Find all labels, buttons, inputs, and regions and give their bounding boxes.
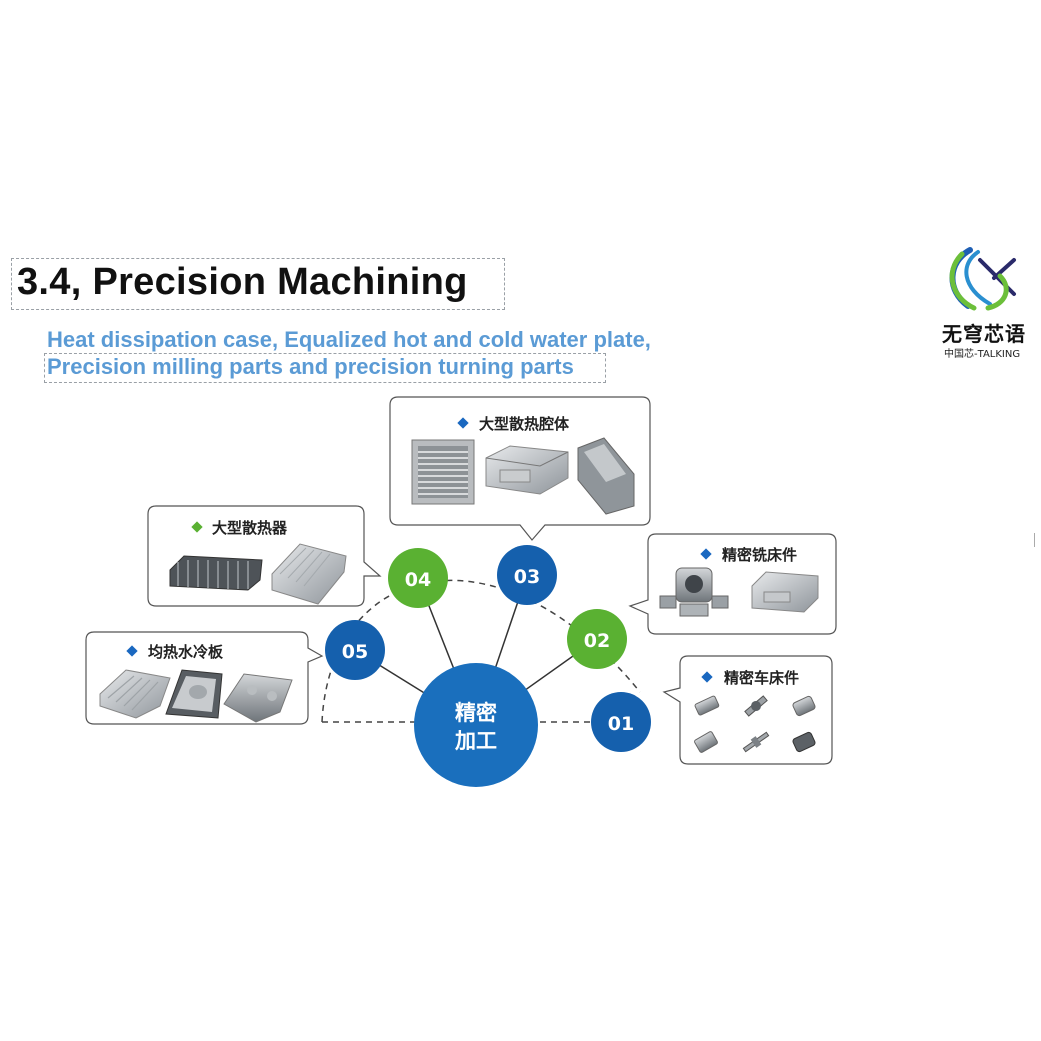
large-heatsink-image [169, 555, 263, 591]
subtitle-line-1: Heat dissipation case, Equalized hot and… [47, 327, 651, 352]
center-label-line2: 加工 [454, 729, 497, 753]
heatsink-plate-image [271, 543, 347, 605]
node-04-circle [388, 548, 448, 608]
callout-04: 大型散热器 [147, 505, 382, 607]
node-01-number: 01 [608, 713, 634, 735]
callout-03-label: 大型散热腔体 [479, 415, 570, 433]
node-05-circle [325, 620, 385, 680]
heat-cavity-box-image [485, 445, 569, 495]
brand-logo-icon [949, 247, 1016, 311]
node-01: 01 [591, 692, 651, 752]
subtitle-frame [44, 353, 606, 383]
callout-04-label: 大型散热器 [212, 519, 288, 537]
node-04: 04 [388, 548, 448, 608]
bullet-diamond-icon [457, 417, 469, 429]
center-label-line1: 精密 [455, 701, 497, 725]
milling-part-housing-image [751, 571, 819, 613]
node-02-number: 02 [584, 630, 610, 652]
callout-05: 均热水冷板 [85, 631, 324, 725]
callout-03: 大型散热腔体 [389, 396, 651, 541]
bullet-diamond-icon [191, 521, 203, 533]
heat-cavity-cabinet-image [411, 439, 475, 505]
node-03: 03 [497, 545, 557, 605]
node-02: 02 [567, 609, 627, 669]
edge-marker [1034, 533, 1039, 547]
center-circle [414, 663, 538, 787]
node-01-circle [591, 692, 651, 752]
heat-cavity-housing-image [577, 437, 635, 515]
node-03-circle [497, 545, 557, 605]
callout-01: 精密车床件 [662, 655, 833, 765]
subtitle-line-2: Precision milling parts and precision tu… [47, 354, 574, 379]
node-04-number: 04 [405, 569, 431, 591]
callout-05-label: 均热水冷板 [148, 643, 224, 661]
bullet-diamond-icon [700, 548, 712, 560]
node-02-circle [567, 609, 627, 669]
node-05-number: 05 [342, 641, 368, 663]
bullet-diamond-icon [701, 671, 713, 683]
logo-tagline: 中国芯-TALKING [944, 349, 1021, 360]
logo-name: 无穹芯语 [942, 322, 1026, 346]
slide-title: 3.4, Precision Machining [17, 261, 468, 303]
water-cold-plate-1-image [99, 669, 171, 719]
callout-02-label: 精密铣床件 [722, 546, 797, 564]
water-cold-plate-2-image [165, 669, 223, 719]
center-hub: 精密 加工 [414, 663, 538, 787]
title-frame [11, 258, 505, 310]
node-05: 05 [325, 620, 385, 680]
milling-part-valve-image [659, 567, 729, 617]
callout-02: 精密铣床件 [628, 533, 837, 635]
node-03-number: 03 [514, 566, 540, 588]
turning-parts-image [694, 695, 816, 753]
water-cold-plate-3-image [223, 673, 293, 723]
callout-01-label: 精密车床件 [724, 669, 799, 687]
